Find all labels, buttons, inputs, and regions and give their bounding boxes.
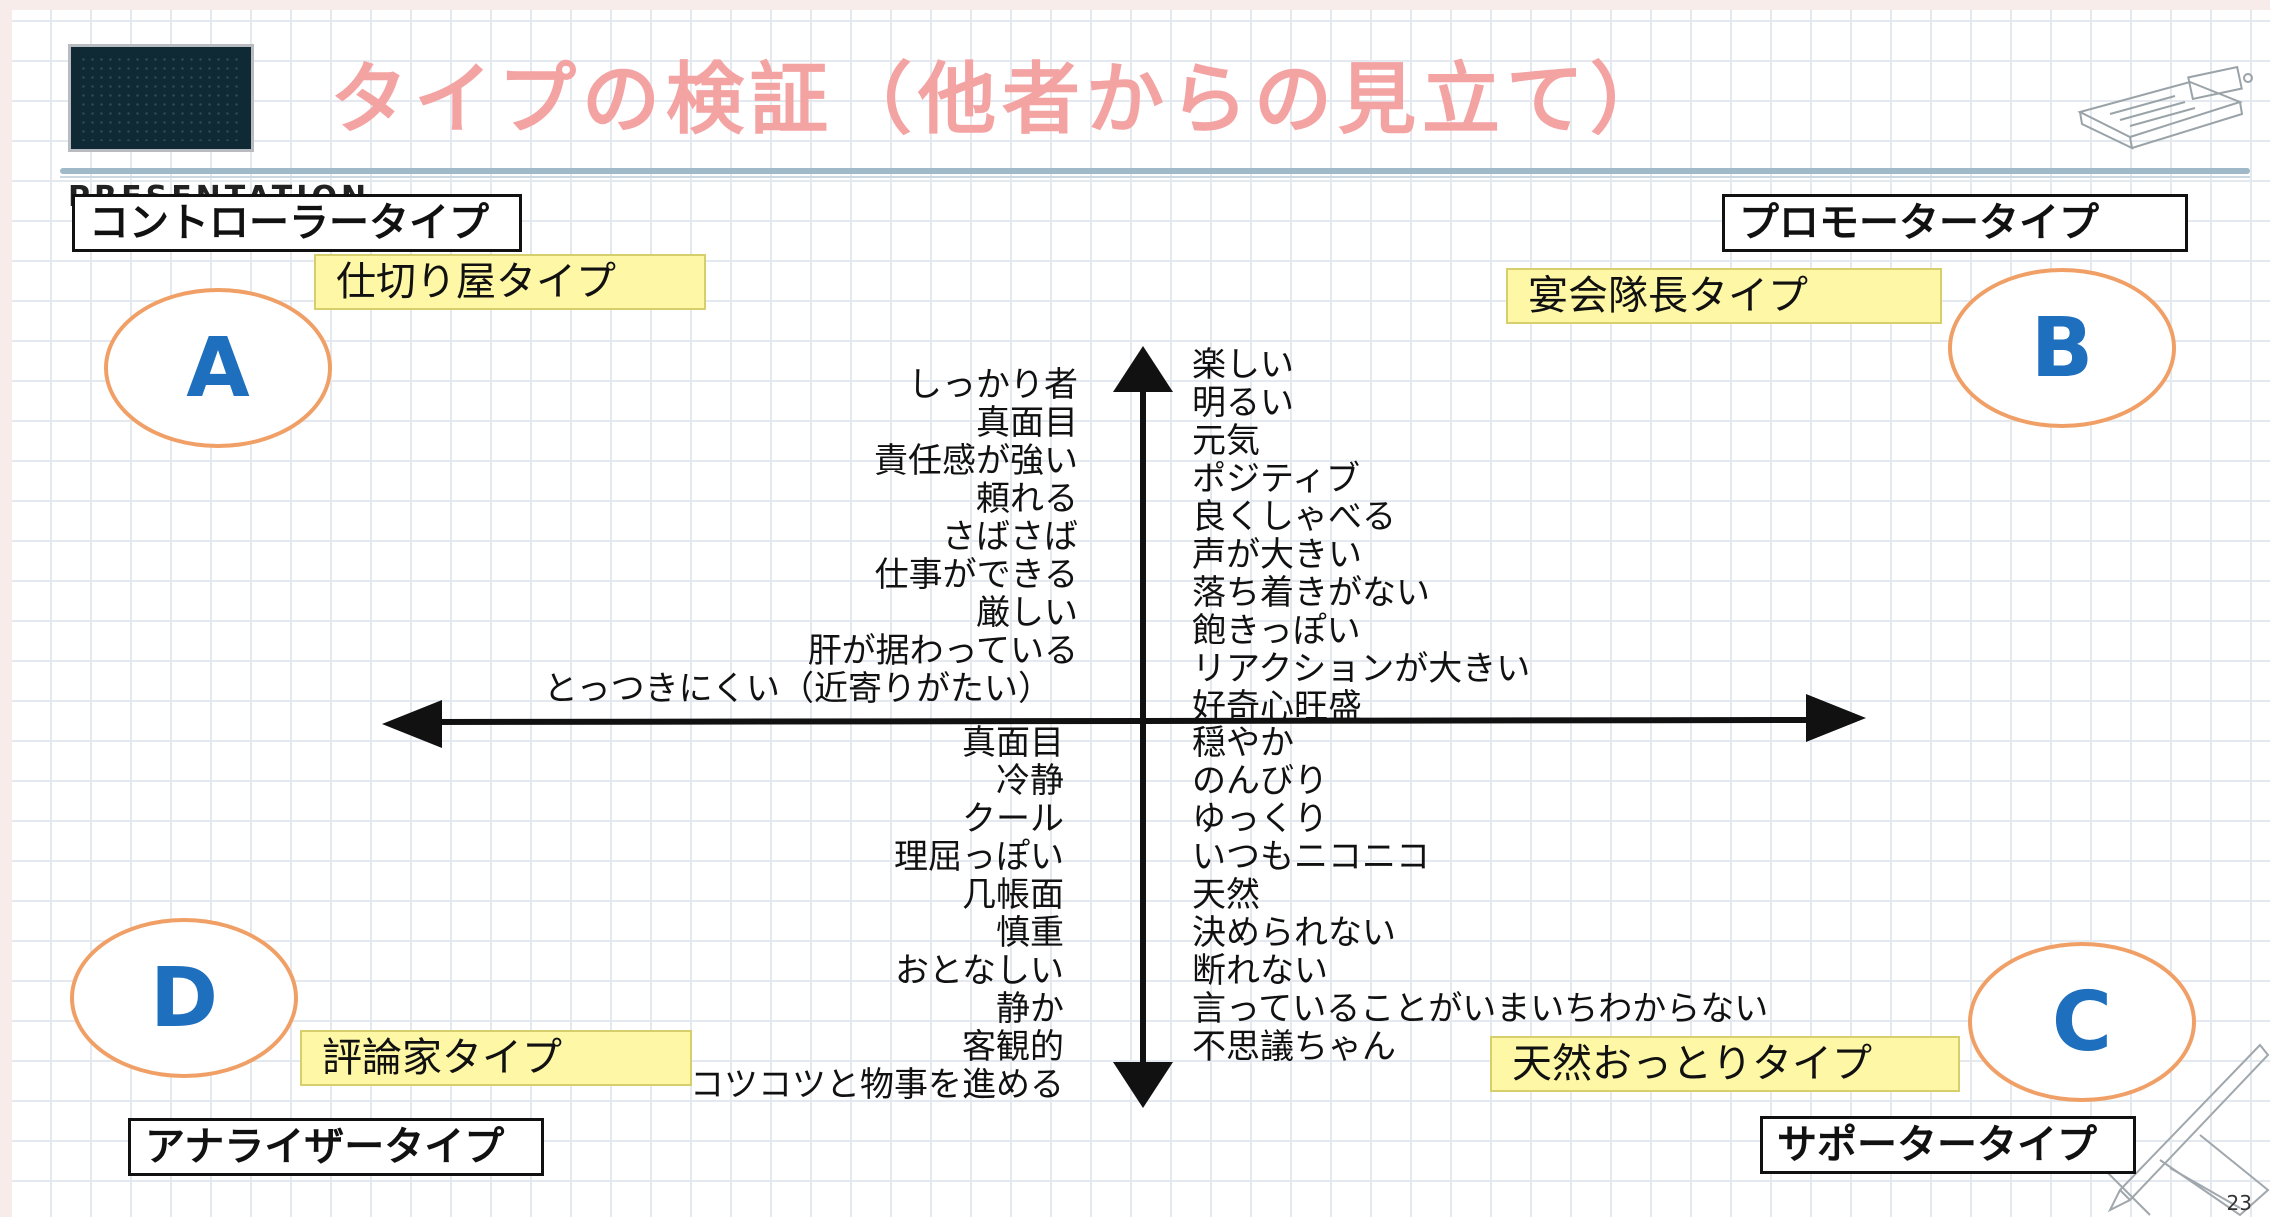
trait-item: 不思議ちゃん <box>1192 1027 1396 1067</box>
trait-item: 真面目 <box>976 403 1078 443</box>
slide-left-edge <box>0 0 12 1217</box>
trait-item: コツコツと物事を進める <box>690 1065 1064 1105</box>
quadrant-badge-b: B <box>1948 268 2176 428</box>
title-divider-secondary <box>60 176 2250 178</box>
trait-item: いつもニコニコ <box>1192 837 1430 877</box>
trait-item: さばさば <box>942 517 1078 557</box>
trait-list-c: 穏やか のんびり ゆっくり いつもニコニコ 天然 決められない 断れない 言って… <box>1192 724 1768 1066</box>
trait-item: 落ち着きがない <box>1192 573 1430 613</box>
trait-item: リアクションが大きい <box>1192 649 1531 689</box>
type-label-controller: コントローラータイプ <box>72 194 522 252</box>
axis-arrow-down-icon <box>1113 1062 1173 1108</box>
trait-item: 責任感が強い <box>874 441 1078 481</box>
nickname-label-b: 宴会隊長タイプ <box>1506 268 1942 324</box>
nickname-label-a: 仕切り屋タイプ <box>314 254 706 310</box>
trait-item: 慎重 <box>996 913 1064 953</box>
slide-title: タイプの検証（他者からの見立て） <box>330 55 1675 145</box>
trait-item: 良くしゃべる <box>1192 497 1396 537</box>
trait-item: 決められない <box>1192 913 1396 953</box>
quadrant-badge-d: D <box>70 918 298 1078</box>
quadrant-badge-c: C <box>1968 942 2196 1102</box>
trait-item: 声が大きい <box>1192 535 1362 575</box>
trait-item: 明るい <box>1192 383 1294 423</box>
quadrant-letter-a: A <box>186 320 250 416</box>
trait-item: 飽きっぽい <box>1192 611 1361 651</box>
trait-item: 穏やか <box>1192 723 1294 763</box>
trait-item: 几帳面 <box>962 875 1064 915</box>
trait-item: 言っていることがいまいちわからない <box>1192 989 1769 1029</box>
slide-top-edge <box>0 0 2270 10</box>
trait-item: おとなしい <box>895 951 1064 991</box>
cassette-sketch-icon <box>2077 65 2253 150</box>
trait-item-a-last: とっつきにくい（近寄りがたい） <box>543 669 1052 709</box>
trait-item: 静か <box>996 989 1064 1029</box>
trait-item: 厳しい <box>976 593 1078 633</box>
page-number: 23 <box>2226 1191 2252 1215</box>
axis-arrow-up-icon <box>1113 346 1173 392</box>
trait-item: 理屈っぽい <box>894 837 1064 877</box>
quadrant-letter-b: B <box>2030 300 2094 396</box>
trait-item: 肝が据わっている <box>807 631 1078 671</box>
trait-item: クール <box>962 799 1064 839</box>
trait-item: 冷静 <box>996 761 1064 801</box>
quadrant-badge-a: A <box>104 288 332 448</box>
trait-item: 断れない <box>1192 951 1328 991</box>
trait-item: しっかり者 <box>908 365 1078 405</box>
trait-item: 天然 <box>1192 875 1260 915</box>
axis-arrow-left-icon <box>382 700 442 748</box>
trait-item: のんびり <box>1192 761 1328 801</box>
trait-item: 仕事ができる <box>874 555 1078 595</box>
trait-item: ゆっくり <box>1192 799 1328 839</box>
trait-item: 元気 <box>1192 421 1260 461</box>
trait-list-d: 真面目 冷静 クール 理屈っぽい 几帳面 慎重 おとなしい 静か 客観的 コツコ… <box>690 724 1064 1104</box>
type-label-supporter: サポータータイプ <box>1760 1116 2136 1174</box>
type-label-promoter: プロモータータイプ <box>1722 194 2188 252</box>
horizontal-axis-line <box>429 717 1811 725</box>
trait-list-b: 楽しい 明るい 元気 ポジティブ 良くしゃべる 声が大きい 落ち着きがない 飽き… <box>1192 346 1530 726</box>
nickname-label-c: 天然おっとりタイプ <box>1490 1036 1960 1092</box>
trait-item: ポジティブ <box>1192 459 1360 499</box>
title-divider <box>60 168 2250 174</box>
trait-item: 真面目 <box>962 723 1064 763</box>
trait-item: 楽しい <box>1192 345 1294 385</box>
type-label-analyzer: アナライザータイプ <box>128 1118 544 1176</box>
nickname-label-d: 評論家タイプ <box>300 1030 692 1086</box>
trait-item: 客観的 <box>962 1027 1064 1067</box>
trait-item: 好奇心旺盛 <box>1192 687 1362 727</box>
header-logo-image <box>68 44 254 152</box>
quadrant-letter-c: C <box>2051 974 2113 1070</box>
quadrant-letter-d: D <box>149 950 219 1046</box>
trait-item: 頼れる <box>976 479 1078 519</box>
trait-list-a: しっかり者 真面目 責任感が強い 頼れる さばさば 仕事ができる 厳しい 肝が据… <box>808 366 1078 670</box>
axis-arrow-right-icon <box>1806 694 1866 742</box>
